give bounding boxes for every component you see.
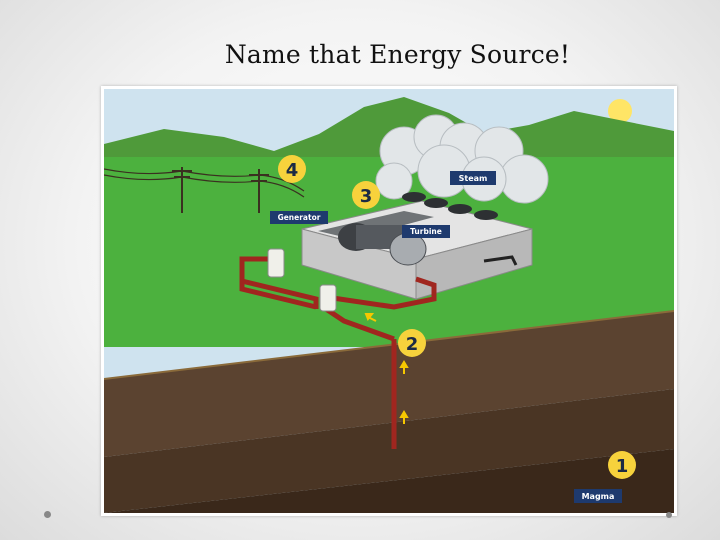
ground-layer-1 [104, 311, 674, 457]
slide-title: Name that Energy Source! [224, 40, 571, 69]
step-1-marker: 1 [608, 451, 636, 479]
svg-text:Turbine: Turbine [410, 227, 442, 236]
label-steam: Steam [450, 171, 496, 185]
ground-edge [104, 310, 674, 380]
label-generator: Generator [270, 211, 328, 224]
bullet-left [44, 511, 51, 518]
ground-layer-2 [104, 389, 674, 513]
step-2-marker: 2 [398, 329, 426, 357]
sun-icon [608, 99, 632, 123]
svg-text:4: 4 [286, 160, 299, 181]
pipes [239, 256, 437, 449]
svg-text:Magma: Magma [582, 492, 615, 501]
step-4-marker: 4 [278, 155, 306, 183]
svg-text:3: 3 [360, 186, 373, 207]
ground-layer-3 [104, 449, 674, 513]
svg-text:Generator: Generator [278, 213, 321, 222]
step-3-marker: 3 [352, 181, 380, 209]
flow-arrows [364, 313, 409, 424]
label-magma: Magma [574, 489, 622, 503]
pipe-tanks [267, 248, 337, 312]
bullet-right [666, 512, 672, 518]
label-turbine: Turbine [402, 225, 450, 238]
svg-text:2: 2 [406, 334, 419, 355]
power-lines [104, 167, 305, 213]
svg-text:1: 1 [616, 456, 629, 477]
steam-clouds [375, 114, 549, 204]
geothermal-diagram: Steam Generator Turbine Magma 4 3 2 [101, 86, 677, 516]
svg-text:Steam: Steam [459, 174, 488, 183]
